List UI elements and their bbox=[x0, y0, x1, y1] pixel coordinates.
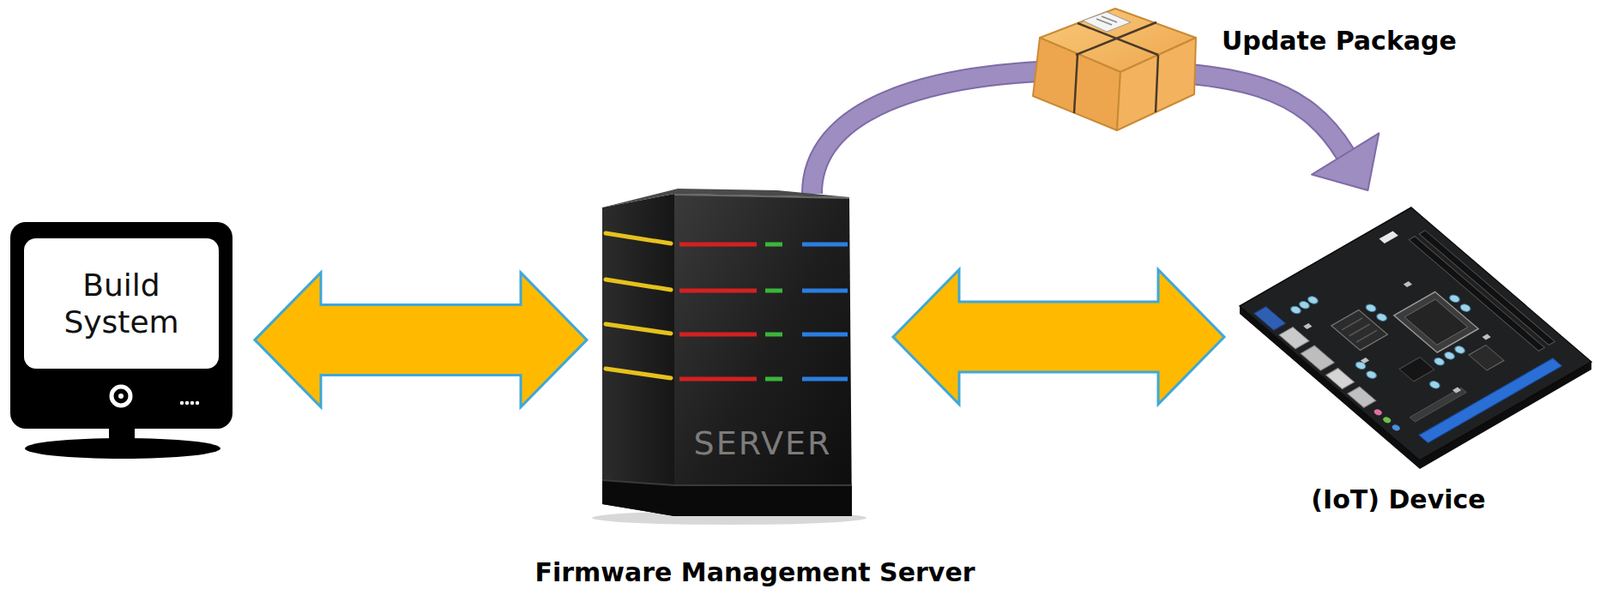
server-tower-part bbox=[602, 480, 675, 486]
bidirectional-arrow bbox=[893, 270, 1225, 405]
motherboard-illustration-part-part-part bbox=[1452, 344, 1467, 356]
server-emboss-label: SERVER bbox=[694, 424, 833, 465]
package-icon-part bbox=[1074, 54, 1078, 114]
motherboard-illustration-part-part-part bbox=[1374, 312, 1389, 323]
server-light-stripe-part bbox=[679, 289, 757, 294]
monitor-icon-part bbox=[118, 393, 124, 399]
arrowhead bbox=[1311, 132, 1379, 191]
motherboard-illustration-part-part bbox=[1404, 299, 1468, 345]
motherboard-illustration-part-part-part bbox=[1403, 281, 1413, 288]
server-light-stripe-part bbox=[802, 289, 848, 294]
motherboard-illustration-part-part-part bbox=[1305, 295, 1320, 306]
motherboard-illustration-part-part bbox=[1254, 306, 1287, 331]
block-arrow-shape bbox=[893, 270, 1225, 405]
motherboard-illustration-part-part bbox=[1356, 330, 1377, 343]
motherboard-illustration-part-part bbox=[1379, 230, 1399, 244]
motherboard-illustration-part-part bbox=[1239, 207, 1592, 461]
monitor-node: Build System bbox=[10, 222, 233, 429]
server-light-stripe bbox=[605, 368, 848, 380]
package-icon-part bbox=[1116, 37, 1196, 131]
server-light-stripe-part bbox=[605, 233, 671, 244]
server-tower-part bbox=[602, 480, 852, 517]
server-light-stripe-part bbox=[765, 289, 783, 294]
motherboard-illustration-part-part bbox=[1381, 416, 1393, 424]
motherboard-illustration-part-part-part bbox=[1452, 387, 1462, 394]
motherboard-illustration-part-part bbox=[1288, 246, 1514, 409]
motherboard-illustration-part-part bbox=[1394, 291, 1479, 353]
motherboard-illustration-part-part bbox=[1279, 327, 1310, 350]
node-label: Build System bbox=[24, 238, 219, 369]
motherboard-illustration-part-part bbox=[1341, 318, 1363, 331]
motherboard-illustration-part-part bbox=[1468, 345, 1504, 372]
server-light-stripe bbox=[605, 324, 848, 335]
package-icon-part bbox=[1101, 16, 1117, 23]
server-tower-part bbox=[674, 194, 850, 199]
device-node: (IoT) Device bbox=[1234, 204, 1595, 471]
server-light-stripe-part bbox=[605, 324, 671, 334]
server-tower-part bbox=[602, 188, 850, 208]
server-light-stripe-part bbox=[802, 377, 848, 382]
node-title: (IoT) Device bbox=[1310, 484, 1486, 516]
motherboard-illustration-part-part-part bbox=[1482, 334, 1492, 341]
motherboard-illustration-part-part-part bbox=[1442, 350, 1456, 362]
motherboard-illustration-part bbox=[1239, 207, 1592, 461]
motherboard-illustration-part-part bbox=[1347, 386, 1377, 408]
motherboard-illustration-part-part-part bbox=[1360, 357, 1370, 364]
motherboard-illustration bbox=[1239, 207, 1592, 470]
server-light-stripe-part bbox=[765, 377, 783, 382]
package-icon-part bbox=[1032, 37, 1121, 131]
package-icon bbox=[1032, 8, 1196, 131]
server-light-stripe-part bbox=[765, 242, 783, 248]
monitor-icon-part bbox=[180, 401, 184, 405]
bidirectional-arrow bbox=[254, 272, 587, 408]
server-tower-part bbox=[674, 484, 852, 487]
server-light-stripe-part bbox=[605, 368, 671, 379]
monitor-icon-part bbox=[195, 401, 200, 405]
monitor-icon-part bbox=[190, 401, 194, 405]
motherboard-illustration-part-part bbox=[1303, 265, 1516, 419]
monitor-icon-part bbox=[185, 401, 189, 405]
package-icon-part bbox=[1082, 12, 1131, 32]
server-light-stripe-part bbox=[679, 242, 757, 248]
server-light-stripe-part bbox=[765, 332, 783, 338]
motherboard-illustration-part-part bbox=[1326, 368, 1355, 389]
motherboard-illustration-part-part bbox=[1409, 387, 1467, 423]
node-title: Firmware Management Server bbox=[534, 557, 975, 589]
monitor-icon-part bbox=[24, 438, 221, 459]
motherboard-illustration-part-part-part bbox=[1427, 380, 1442, 391]
motherboard-illustration-part-part-part bbox=[1458, 302, 1473, 314]
edge-label: Update Package bbox=[1219, 25, 1460, 57]
server-tower bbox=[591, 188, 867, 526]
monitor-icon-part bbox=[111, 386, 131, 406]
server-light-stripe bbox=[605, 279, 848, 291]
block-arrow-shape bbox=[254, 272, 587, 408]
server-light-stripe-part bbox=[802, 332, 848, 338]
motherboard-illustration-part-part bbox=[1372, 408, 1384, 417]
motherboard-illustration-part-part bbox=[1390, 423, 1402, 432]
motherboard-illustration-part-part bbox=[1399, 357, 1435, 382]
server-light-stripe-part bbox=[679, 332, 757, 338]
motherboard-illustration-part-part-part bbox=[1303, 323, 1312, 330]
server-light-stripe-part bbox=[605, 279, 671, 290]
motherboard-illustration-part-part-part bbox=[1447, 293, 1462, 304]
package-icon-part bbox=[1155, 54, 1159, 113]
server-light-stripe-part bbox=[802, 242, 848, 248]
monitor-icon-part bbox=[10, 222, 233, 429]
server-node: Firmware Management Server bbox=[602, 188, 852, 524]
monitor-icon-part bbox=[24, 238, 219, 369]
server-tower-part bbox=[674, 193, 852, 517]
motherboard-illustration-part-part bbox=[1300, 345, 1335, 371]
server-light-stripe bbox=[605, 233, 848, 245]
server-light-stripe-part bbox=[679, 377, 757, 382]
motherboard-illustration-part-part bbox=[1349, 324, 1371, 337]
monitor-icon bbox=[10, 222, 233, 459]
server-tower-part bbox=[602, 193, 675, 517]
motherboard-illustration-part-part-part bbox=[1431, 356, 1446, 368]
motherboard-illustration-part-part-part bbox=[1364, 369, 1378, 381]
motherboard-illustration-part-part-part bbox=[1364, 302, 1378, 314]
